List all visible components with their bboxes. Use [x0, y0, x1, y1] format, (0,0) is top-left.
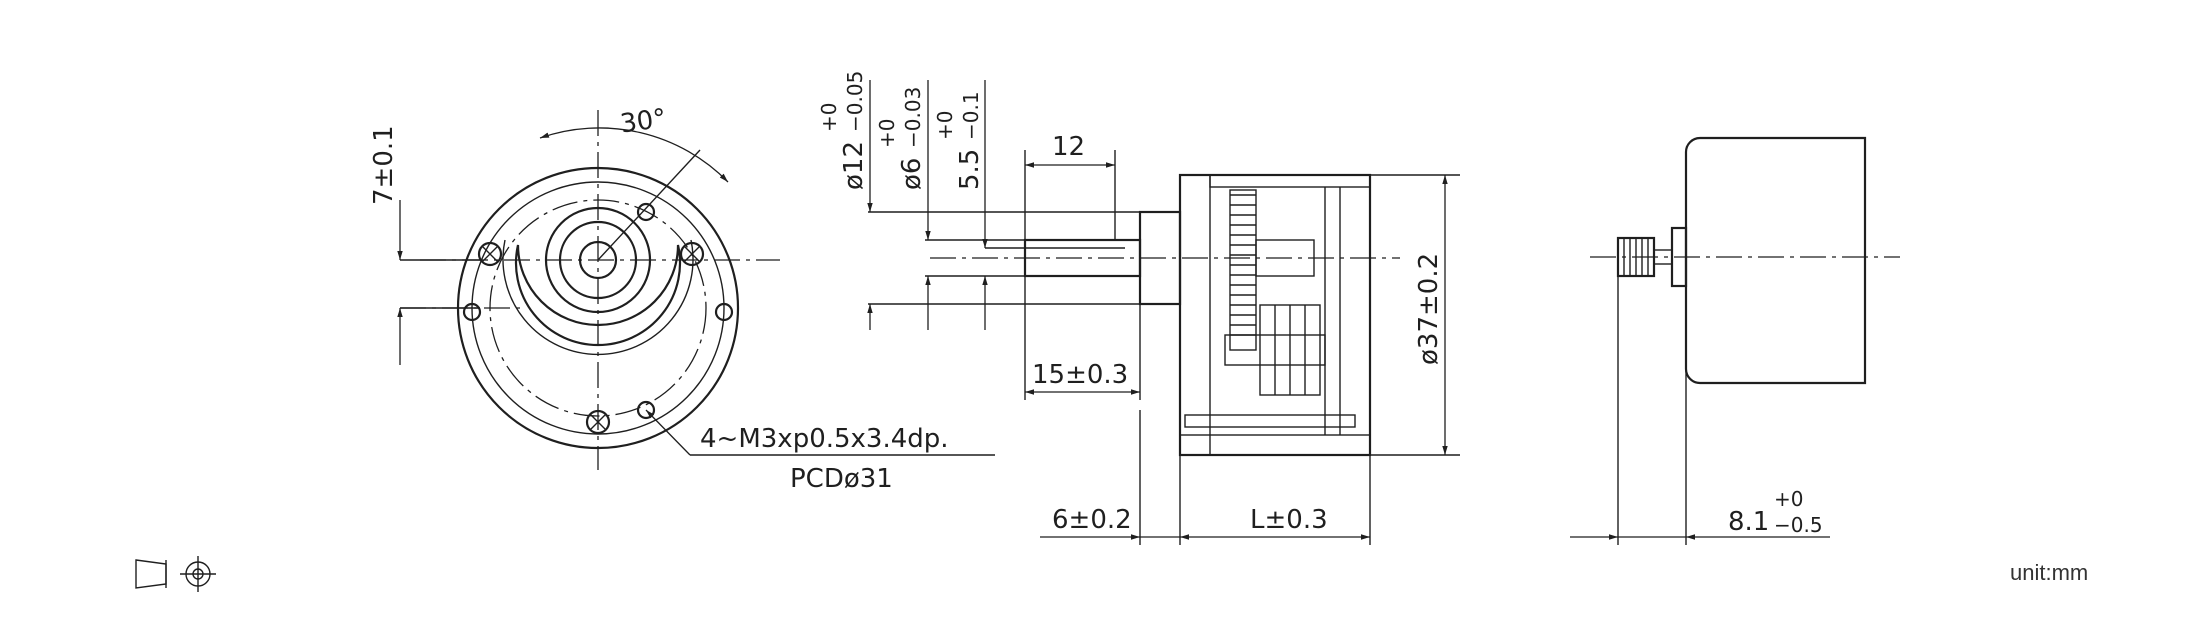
thread-callout-line2: PCDø31 [790, 464, 893, 494]
housing-hatch-front [1179, 174, 1211, 456]
dia-6-tol-lower: −0.03 [901, 87, 925, 148]
height-dim-label: 7±0.1 [369, 125, 399, 205]
dia-6-label: ø6 [897, 158, 927, 190]
unit-label: unit:mm [2010, 560, 2089, 585]
rear-view: 8.1 +0 −0.5 [1570, 136, 1900, 545]
len-8-1-tol-lower: −0.5 [1774, 513, 1823, 537]
flat-tol-lower: −0.1 [959, 91, 983, 140]
dia-12-label: ø12 [839, 141, 869, 190]
dia-12-tol-lower: −0.05 [843, 71, 867, 132]
dia-6-tol-upper: +0 [875, 119, 899, 148]
side-view: ø12 +0 −0.05 ø6 +0 −0.03 5.5 +0 −0.1 12 … [817, 71, 1460, 545]
housing-hatch-bottom [1179, 434, 1371, 456]
thread-callout-line1: 4~M3xp0.5x3.4dp. [700, 424, 949, 454]
motor-body [1684, 136, 1867, 385]
len-15-label: 15±0.3 [1032, 360, 1128, 390]
dia-12-tol-upper: +0 [817, 103, 841, 132]
len-6-label: 6±0.2 [1052, 505, 1132, 535]
len-12-label: 12 [1052, 132, 1085, 162]
front-crescent-slot [514, 244, 682, 347]
len-8-1-tol-upper: +0 [1774, 487, 1803, 511]
front-view: 30° 7±0.1 4~M3xp0.5x3.4dp. PCDø31 [369, 103, 995, 494]
gear-large [1229, 189, 1257, 351]
len-8-1-label: 8.1 [1728, 507, 1769, 537]
flat-5-5-label: 5.5 [955, 149, 985, 190]
third-angle-projection-icon [135, 556, 216, 592]
flat-tol-upper: +0 [933, 111, 957, 140]
dia-37-label: ø37±0.2 [1414, 253, 1444, 365]
len-L-label: L±0.3 [1250, 505, 1328, 535]
angle-label: 30° [618, 103, 668, 139]
